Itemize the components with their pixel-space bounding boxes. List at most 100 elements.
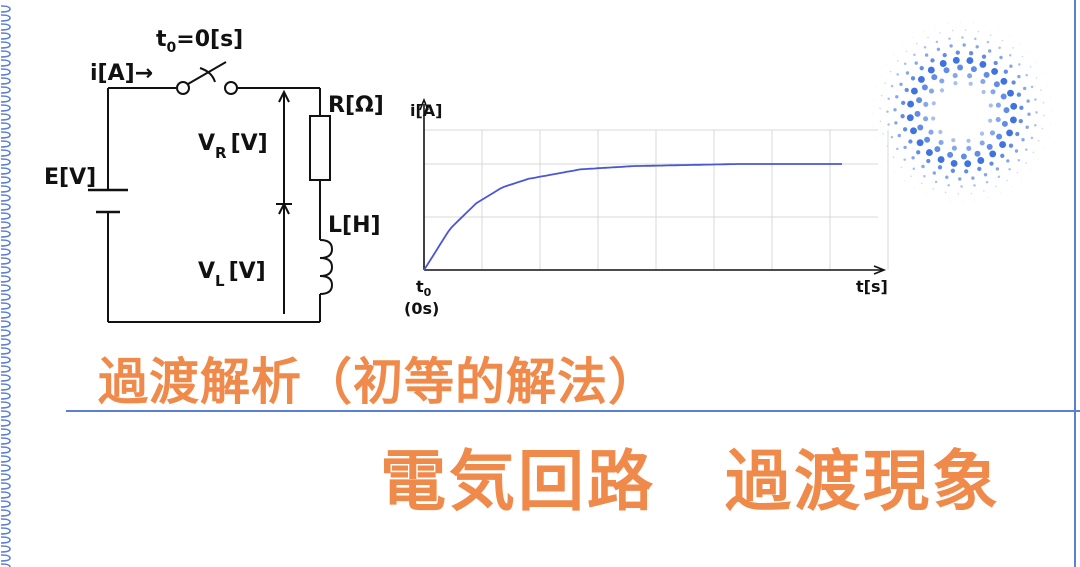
burst-dot: [1003, 69, 1008, 74]
burst-dot: [1027, 112, 1031, 116]
burst-dot: [895, 95, 899, 99]
burst-dot: [967, 73, 973, 79]
burst-dot: [1025, 162, 1027, 164]
burst-dot: [896, 73, 899, 76]
burst-dot: [983, 190, 985, 192]
burst-dot: [964, 29, 967, 31]
burst-dot: [951, 29, 954, 32]
burst-dot: [890, 84, 894, 88]
burst-dot: [1003, 107, 1010, 114]
burst-dot: [988, 118, 993, 123]
binding-ring: [0, 95, 11, 103]
binding-ring: [0, 149, 11, 157]
vr-arrowhead: [278, 89, 290, 103]
burst-dot: [1030, 85, 1034, 89]
burst-dot: [1008, 35, 1010, 37]
burst-dot: [1038, 139, 1040, 142]
burst-dot: [1042, 101, 1045, 104]
burst-dot: [1047, 85, 1048, 87]
burst-dot: [985, 180, 989, 184]
burst-dot: [1028, 52, 1030, 53]
rl-circuit-diagram: t0=0[s] i[A]→ E[V] R[Ω] L[H] VR[V] VL[V]: [44, 27, 384, 323]
burst-dot: [896, 147, 899, 151]
inductor-coil: [319, 239, 334, 295]
burst-dot: [887, 123, 890, 126]
burst-dot: [939, 88, 945, 93]
burst-dot: [880, 94, 883, 97]
binding-ring: [0, 356, 11, 364]
burst-dot: [1014, 149, 1019, 153]
burst-dot: [876, 137, 877, 139]
horizontal-rule: [66, 410, 1080, 412]
binding-ring: [0, 230, 11, 238]
page-border-right: [1074, 0, 1076, 567]
burst-dot: [901, 100, 906, 106]
resistor-label: R[Ω]: [328, 93, 384, 118]
resistor-symbol: [309, 115, 331, 181]
binding-ring: [0, 68, 11, 76]
burst-dot: [937, 156, 945, 164]
burst-dot: [910, 76, 916, 81]
binding-ring: [0, 275, 11, 283]
burst-dot: [986, 143, 993, 150]
burst-dot: [964, 169, 969, 174]
burst-dot: [914, 187, 916, 189]
burst-dot: [971, 176, 975, 180]
burst-dot: [1001, 120, 1008, 127]
binding-ring: [0, 32, 11, 40]
burst-dot: [1016, 92, 1022, 97]
burst-dot: [911, 156, 915, 160]
binding-ring: [0, 383, 11, 391]
burst-dot: [1049, 97, 1051, 99]
x-axis-arrow: [873, 265, 887, 275]
burst-dot: [904, 87, 909, 93]
binding-ring: [0, 545, 11, 553]
burst-dot: [1021, 55, 1024, 58]
binding-ring: [0, 185, 11, 193]
burst-dot: [953, 81, 958, 86]
burst-dot: [931, 101, 936, 106]
burst-dot: [981, 89, 986, 95]
burst-dot: [939, 78, 945, 84]
burst-dot: [989, 161, 994, 166]
binding-ring: [0, 401, 11, 409]
burst-dot: [962, 43, 966, 47]
burst-dot: [977, 166, 982, 172]
x-axis-label: t[s]: [856, 277, 888, 296]
burst-dot: [927, 66, 935, 74]
burst-dot: [938, 129, 943, 135]
burst-dot: [1001, 39, 1004, 42]
burst-dot: [910, 127, 917, 135]
binding-ring: [0, 23, 11, 31]
burst-dot: [920, 182, 923, 185]
burst-dot: [947, 184, 950, 187]
binding-ring: [0, 302, 11, 310]
burst-dot: [960, 22, 962, 23]
burst-dot: [983, 71, 990, 78]
burst-dot: [966, 138, 971, 143]
burst-dot: [903, 145, 907, 150]
burst-dot: [1010, 186, 1012, 188]
binding-ring: [0, 158, 11, 166]
burst-dot: [995, 167, 1000, 171]
burst-dot: [977, 30, 980, 33]
burst-dot: [908, 139, 913, 144]
burst-dot: [889, 70, 892, 73]
burst-dot: [990, 89, 996, 95]
binding-ring: [0, 419, 11, 427]
burst-dot: [927, 36, 929, 39]
burst-dot: [873, 125, 875, 127]
burst-dot: [935, 26, 937, 27]
binding-ring: [0, 50, 11, 58]
burst-dot: [993, 60, 998, 66]
burst-dot: [1021, 138, 1025, 142]
binding-ring: [0, 491, 11, 499]
burst-dot: [988, 103, 993, 108]
binding-ring: [0, 239, 11, 247]
burst-dot: [1012, 47, 1014, 49]
binding-ring: [0, 104, 11, 112]
burst-dot: [880, 149, 882, 151]
burst-dot: [925, 149, 933, 157]
burst-dot: [1025, 73, 1028, 77]
